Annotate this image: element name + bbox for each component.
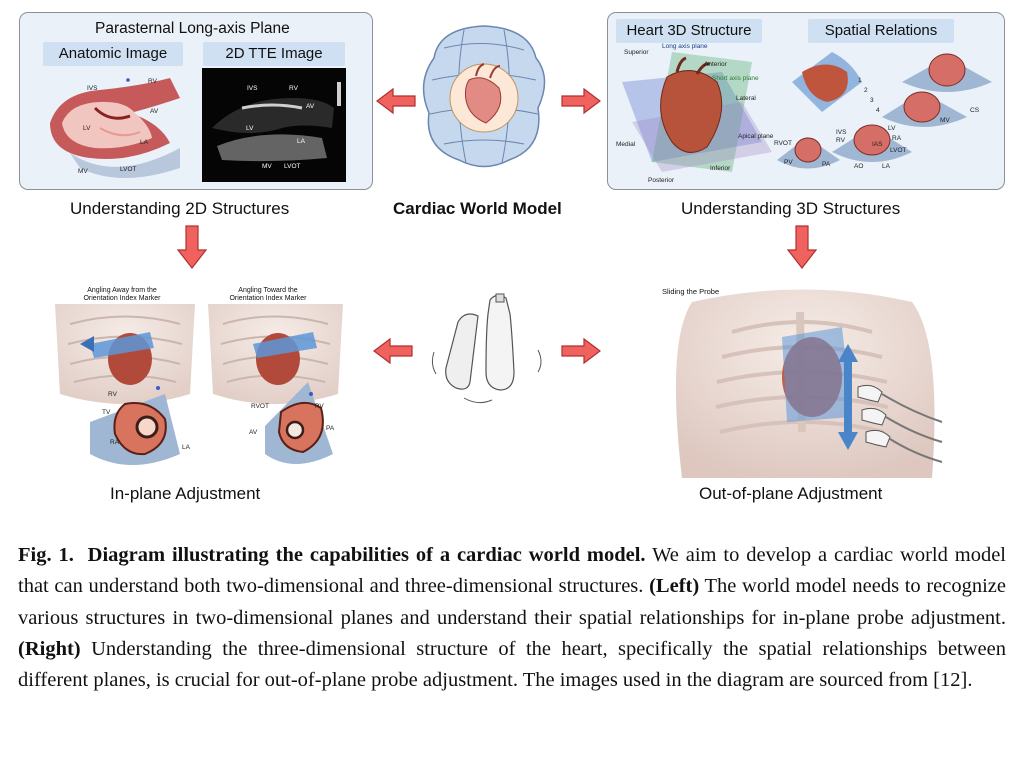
anatomy-label: LV (83, 125, 91, 132)
tte-label: MV (262, 163, 272, 170)
anatomy-label: IVS (87, 85, 98, 92)
relation-label: LVOT (890, 147, 907, 154)
structure-label: Apical plane (738, 133, 774, 140)
figure-text-3: Understanding the three-dimensional stru… (18, 637, 1007, 692)
plane-number: 3 (870, 97, 874, 104)
in-plane-right-title-line1: Angling Toward the (238, 287, 298, 294)
tte-label: RV (289, 85, 299, 92)
arrow-right-lower-icon (561, 337, 601, 365)
heart-3d-structure-image: Superior Long axis plane Anterior Short … (616, 43, 774, 184)
relation-label: PV (784, 159, 793, 166)
caption-out-of-plane: Out-of-plane Adjustment (699, 484, 883, 503)
out-of-plane-title: Sliding the Probe (662, 287, 720, 296)
relation-label: RV (836, 137, 846, 144)
tte-label: IVS (247, 85, 258, 92)
tte-label: LA (297, 138, 306, 145)
tab-2d-tte-image: 2D TTE Image (203, 42, 345, 66)
relation-label: PA (822, 161, 831, 168)
figure-right-label: (Right) (18, 637, 81, 660)
structure-label: Anterior (704, 61, 728, 68)
figure-left-label: (Left) (649, 575, 700, 598)
plane-number: 4 (876, 107, 880, 114)
in-plane-left-title-line1: Angling Away from the (87, 287, 157, 294)
structure-label: Inferior (710, 165, 731, 172)
in-plane-left-title-line2: Orientation Index Marker (83, 295, 161, 302)
caption-understanding-3d: Understanding 3D Structures (681, 199, 901, 218)
tte-label: AV (306, 103, 315, 110)
in-plane-right-label: AV (249, 429, 258, 436)
figure-bold-title: Diagram illustrating the capabilities of… (87, 544, 646, 566)
in-plane-left-title: Angling Away from the Orientation Index … (62, 287, 182, 303)
anatomy-labels: IVS RV AV LV LA MV LVOT (78, 78, 159, 175)
anatomy-label: RV (148, 78, 158, 85)
in-plane-right-label: PA (326, 425, 335, 432)
anatomic-heart-image: IVS RV AV LV LA MV LVOT (50, 78, 180, 178)
arrow-left-icon (376, 87, 416, 115)
structure-label: Superior (624, 49, 649, 56)
anatomy-label: AV (150, 108, 159, 115)
left-panel-title: Parasternal Long-axis Plane (95, 20, 290, 37)
in-plane-right-title-line2: Orientation Index Marker (229, 295, 307, 302)
tte-label: LV (246, 125, 254, 132)
world-model-globe (422, 25, 546, 168)
anatomy-label: LA (140, 139, 149, 146)
arrow-down-right-icon (786, 225, 818, 269)
relation-label: IVS (836, 129, 847, 136)
structure-label: Medial (616, 141, 636, 148)
arrow-down-left-icon (176, 225, 208, 269)
fan-views (777, 53, 992, 169)
spatial-relations-image: 1 2 3 4 RVOT PA PV IVS RV LV RA LVOT IAS… (774, 52, 992, 170)
relation-label: MV (940, 117, 950, 124)
figure-label: Fig. 1. (18, 544, 74, 566)
figure-text-2: The world model needs to recognize vario… (18, 575, 1007, 629)
relation-label: RVOT (774, 140, 792, 147)
relation-label: LA (882, 163, 891, 170)
tab-anatomic-image: Anatomic Image (43, 42, 183, 66)
center-title: Cardiac World Model (393, 199, 562, 218)
structure-label: Posterior (648, 177, 675, 184)
tab-heart-3d-structure: Heart 3D Structure (616, 19, 762, 43)
plane-number: 1 (858, 77, 862, 84)
relation-label: CS (970, 107, 980, 114)
ultrasound-probes-icon (431, 293, 542, 404)
anatomy-label: MV (78, 168, 88, 175)
in-plane-left-label: RV (108, 391, 118, 398)
relation-label: AO (854, 163, 863, 170)
caption-in-plane: In-plane Adjustment (110, 484, 261, 503)
tab-spatial-relations: Spatial Relations (808, 19, 954, 43)
arrow-right-icon (561, 87, 601, 115)
in-plane-right-image: RVOT PV AV PA (208, 304, 343, 464)
plane-number: 2 (864, 87, 868, 94)
in-plane-right-label: RVOT (251, 403, 269, 410)
structure-label: Long axis plane (662, 43, 708, 50)
structure-label: Lateral (736, 95, 756, 102)
relation-label: LV (888, 125, 896, 132)
in-plane-left-image: RV TV RA LA (55, 304, 195, 465)
in-plane-left-label: RA (110, 439, 120, 446)
structure-label: Short axis plane (712, 75, 759, 82)
relation-label: IAS (872, 141, 883, 148)
anatomy-label: LVOT (120, 166, 137, 173)
arrow-left-lower-icon (373, 337, 413, 365)
in-plane-left-label: TV (102, 409, 111, 416)
caption-understanding-2d: Understanding 2D Structures (70, 199, 290, 218)
tte-overlay: IVS RV AV LV LA MV LVOT (212, 82, 341, 170)
out-of-plane-image (675, 289, 943, 478)
tte-label: LVOT (284, 163, 301, 170)
figure-caption: Fig. 1. Diagram illustrating the capabil… (18, 540, 1006, 696)
in-plane-right-label: PV (315, 403, 324, 410)
relation-label: RA (892, 135, 902, 142)
in-plane-left-label: LA (182, 444, 191, 451)
figure-text-1: We aim to develop a cardiac world model … (18, 544, 1007, 598)
in-plane-right-title: Angling Toward the Orientation Index Mar… (208, 287, 328, 303)
